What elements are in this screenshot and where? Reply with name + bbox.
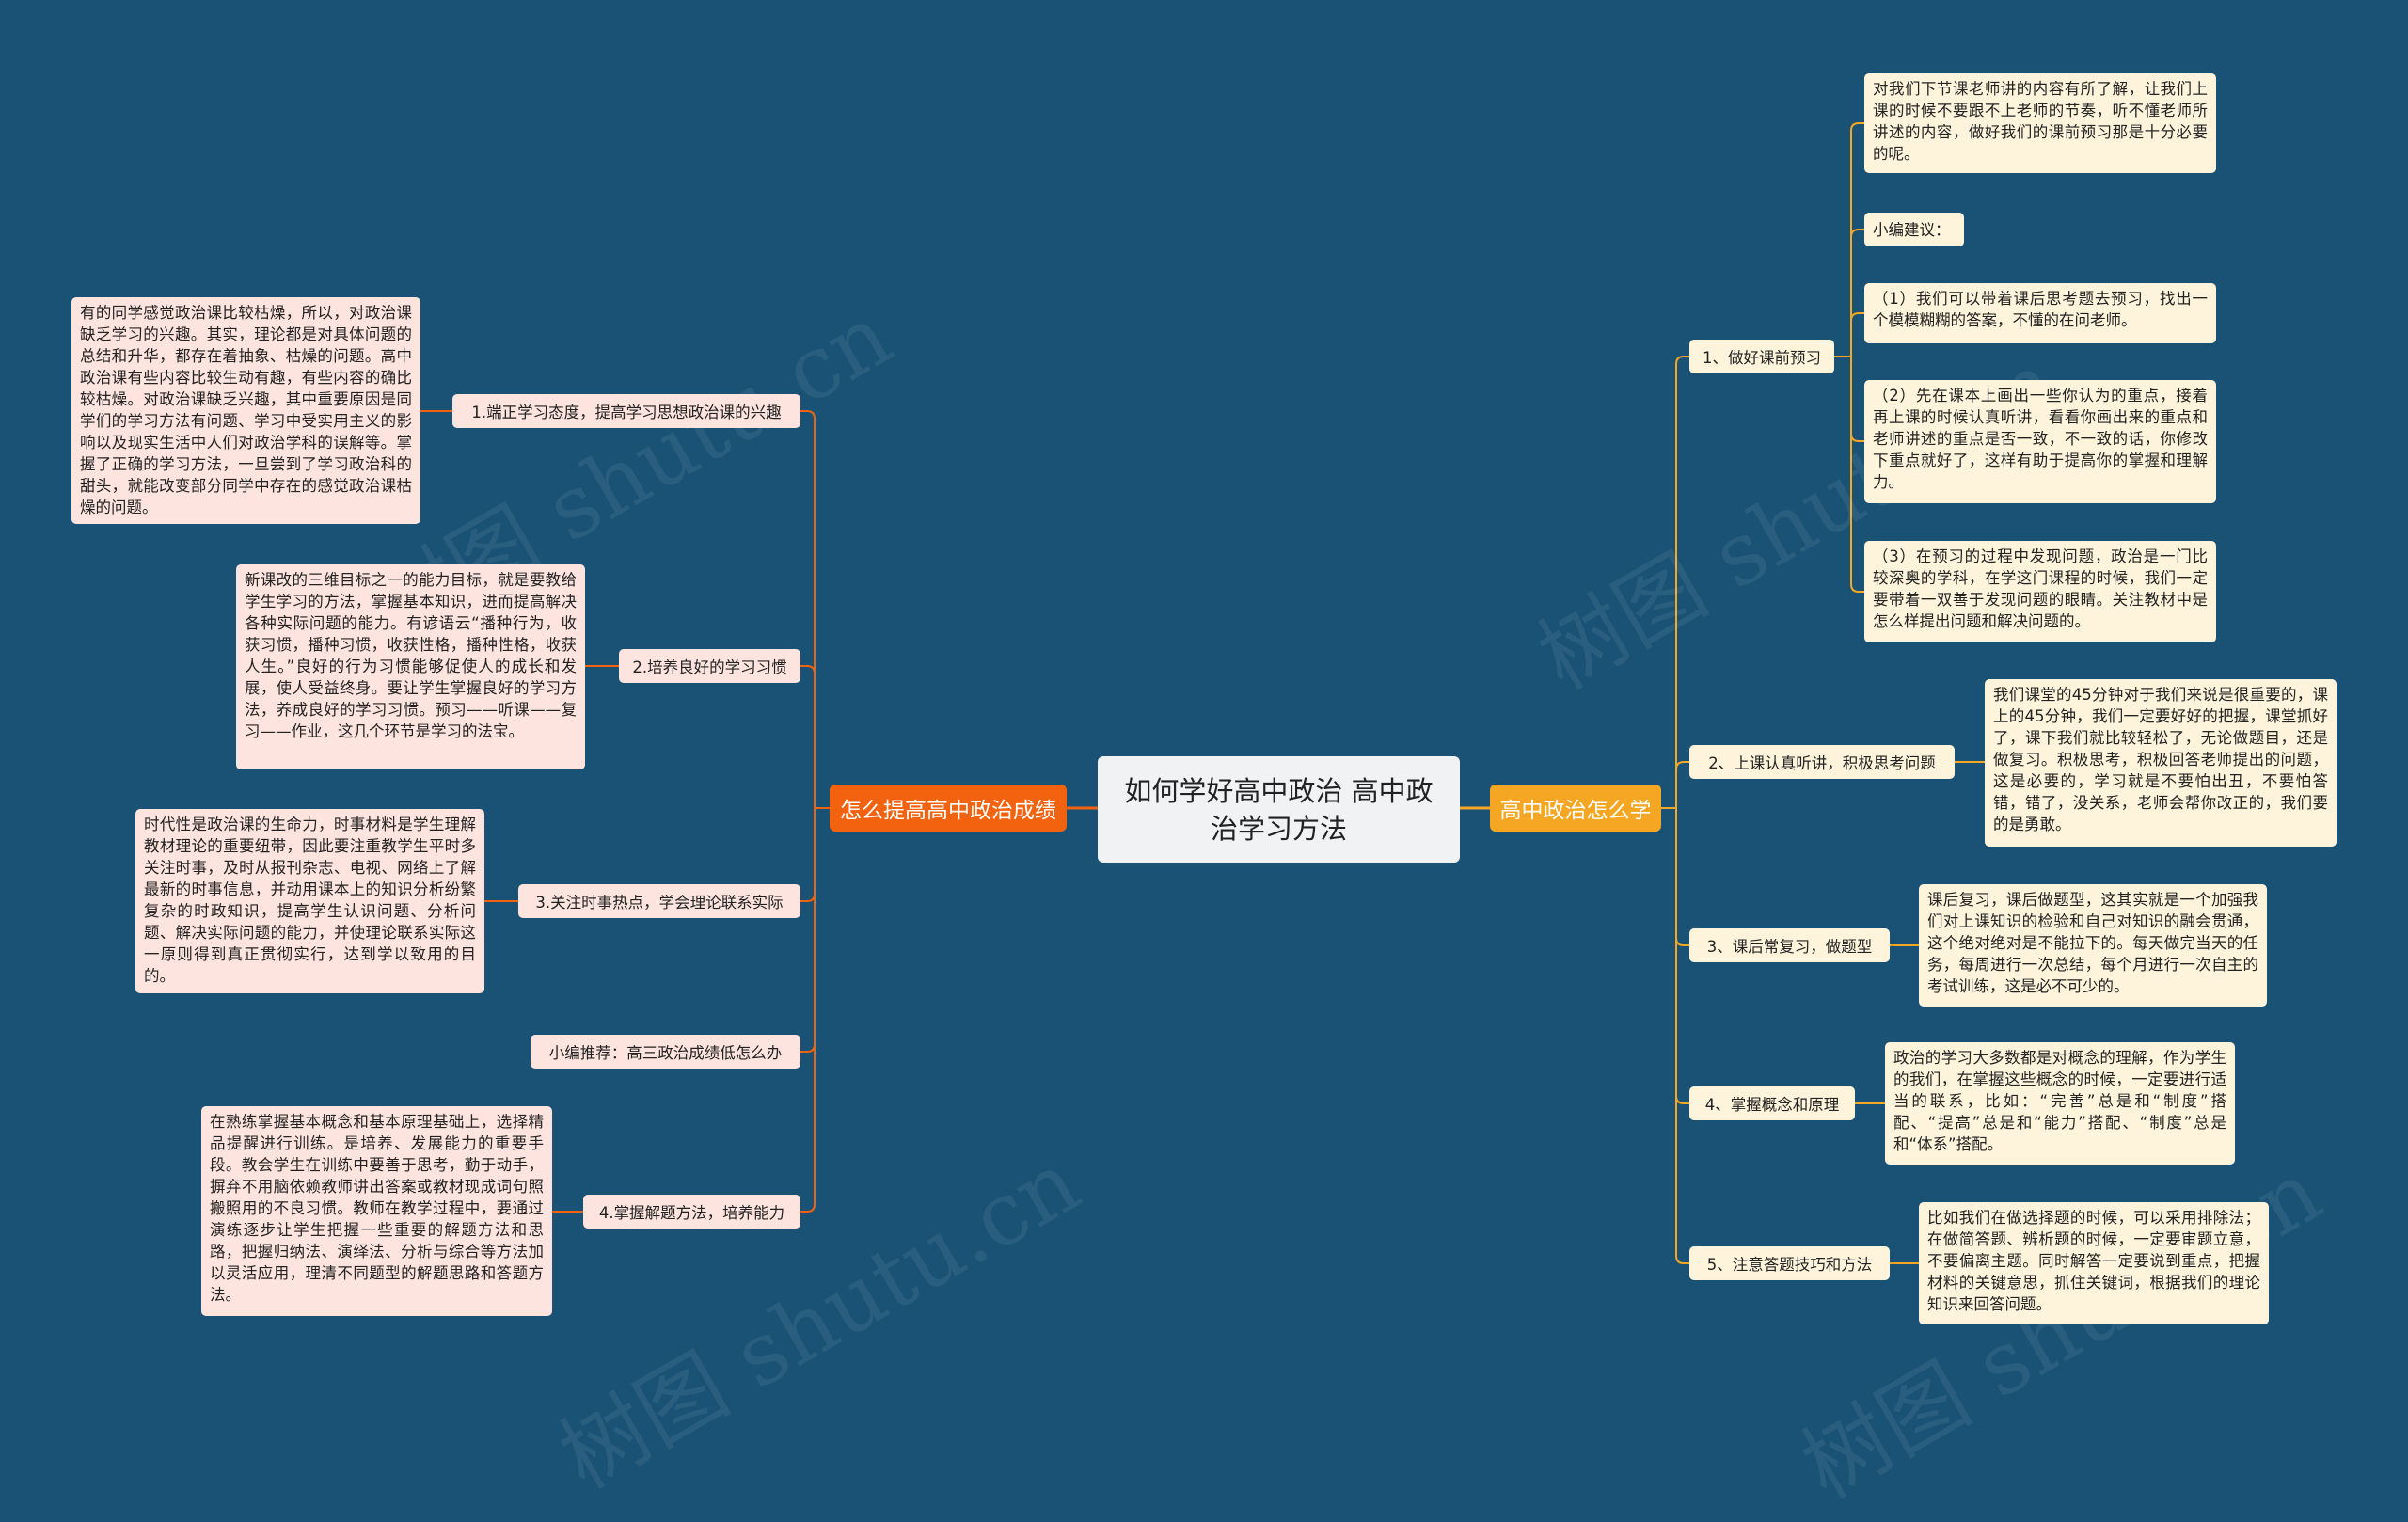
left-note-1: 有的同学感觉政治课比较枯燥，所以，对政治课缺乏学习的兴趣。其实，理论都是对具体问… <box>71 297 420 524</box>
right-topic-5[interactable]: 5、注意答题技巧和方法 <box>1689 1246 1890 1280</box>
connector-line <box>800 665 816 808</box>
right-topic-2[interactable]: 2、上课认真听讲，积极思考问题 <box>1689 745 1955 779</box>
right-note-1a: 对我们下节课老师讲的内容有所了解，让我们上课的时候不要跟不上老师的节奏，听不懂老… <box>1864 73 2216 173</box>
left-note-3: 时代性是政治课的生命力，时事材料是学生理解教材理论的重要纽带，因此要注重教学生平… <box>135 809 484 993</box>
left-topic-recommend[interactable]: 小编推荐：高三政治成绩低怎么办 <box>531 1035 800 1069</box>
right-note-1c: （1）我们可以带着课后思考题去预习，找出一个模模糊糊的答案，不懂的在问老师。 <box>1864 283 2216 343</box>
right-note-3: 课后复习，课后做题型，这其实就是一个加强我们对上课知识的检验和自己对知识的融会贯… <box>1919 884 2267 1007</box>
left-topic-4[interactable]: 4.掌握解题方法，培养能力 <box>583 1195 800 1229</box>
branch-right-title[interactable]: 高中政治怎么学 <box>1490 785 1661 832</box>
right-topic-3[interactable]: 3、课后常复习，做题型 <box>1689 928 1890 962</box>
connector-line <box>1675 808 1689 1104</box>
connector-line <box>1675 808 1689 1264</box>
right-topic-1[interactable]: 1、做好课前预习 <box>1689 340 1834 373</box>
connector-line <box>800 410 816 808</box>
root-topic[interactable]: 如何学好高中政治 高中政治学习方法 <box>1098 756 1460 863</box>
right-note-1d: （2）先在课本上画出一些你认为的重点，接着再上课的时候认真听讲，看看你画出来的重… <box>1864 380 2216 503</box>
connector-line <box>1850 357 1864 593</box>
right-note-5: 比如我们在做选择题的时候，可以采用排除法；在做简答题、辨析题的时候，一定要审题立… <box>1919 1202 2269 1324</box>
mindmap-canvas: 树图 shutu.cn 树图 shutu.cn 树图 shutu.cn 树图 s… <box>71 73 2337 1518</box>
connector-line <box>800 808 816 1053</box>
connector-line <box>1675 761 1689 808</box>
left-topic-2[interactable]: 2.培养良好的学习习惯 <box>619 649 800 683</box>
right-note-4: 政治的学习大多数都是对概念的理解，作为学生的我们，在掌握这些概念的时候，一定要进… <box>1885 1042 2235 1165</box>
right-topic-4[interactable]: 4、掌握概念和原理 <box>1689 1086 1855 1120</box>
connector-line <box>1850 229 1864 357</box>
right-note-1b: 小编建议： <box>1864 213 1964 246</box>
connector-line <box>1850 122 1864 357</box>
connector-line <box>800 808 816 1213</box>
connector-lines <box>420 122 1985 1264</box>
right-note-1e: （3）在预习的过程中发现问题，政治是一门比较深奥的学科，在学这门课程的时候，我们… <box>1864 541 2216 642</box>
right-note-2: 我们课堂的45分钟对于我们来说是很重要的，课上的45分钟，我们一定要好好的把握，… <box>1985 679 2337 847</box>
connector-line <box>800 808 816 902</box>
connector-line <box>1850 357 1864 442</box>
left-topic-3[interactable]: 3.关注时事热点，学会理论联系实际 <box>518 884 800 918</box>
connector-line <box>1850 312 1864 357</box>
left-note-4: 在熟练掌握基本概念和基本原理基础上，选择精品提醒进行训练。是培养、发展能力的重要… <box>201 1106 552 1316</box>
left-topic-1[interactable]: 1.端正学习态度，提高学习思想政治课的兴趣 <box>452 394 800 428</box>
left-note-2: 新课改的三维目标之一的能力目标，就是要教给学生学习的方法，掌握基本知识，进而提高… <box>236 564 585 769</box>
connector-line <box>1675 356 1689 808</box>
connector-line <box>1675 808 1689 946</box>
branch-left-title[interactable]: 怎么提高高中政治成绩 <box>830 785 1067 832</box>
